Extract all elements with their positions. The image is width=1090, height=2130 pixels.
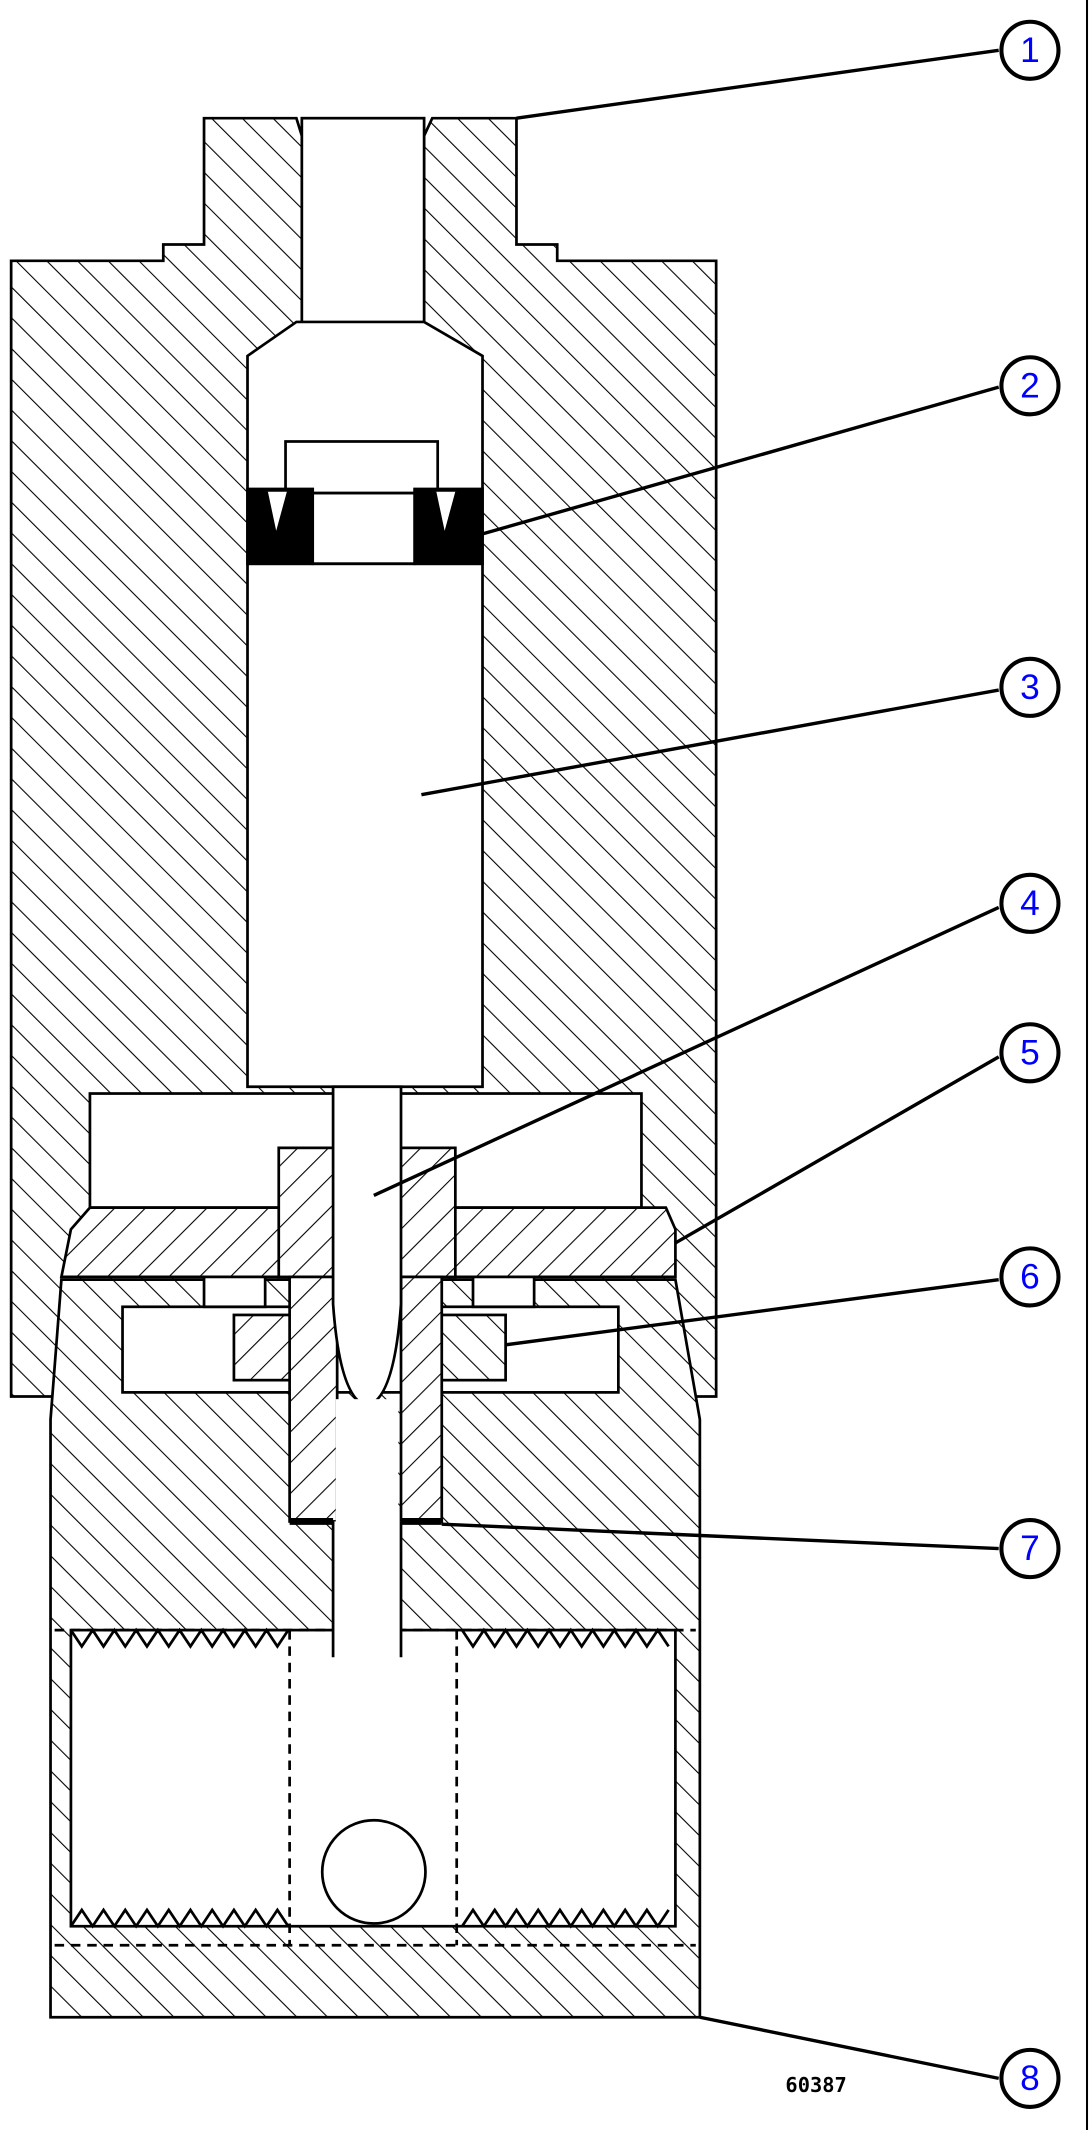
callout-6: 6 [999,1246,1061,1308]
callouts: 1 2 3 4 5 6 7 8 [999,19,1061,2109]
callout-8: 8 [999,2047,1061,2109]
svg-text:6: 6 [1020,1257,1040,1296]
svg-text:2: 2 [1020,366,1040,405]
svg-text:4: 4 [1020,884,1040,923]
pin [331,1085,403,1408]
svg-text:1: 1 [1020,31,1040,70]
callout-5: 5 [999,1022,1061,1084]
leader-lines [373,48,1000,2081]
callout-7: 7 [999,1518,1061,1580]
check-ball [320,1818,427,1925]
svg-text:3: 3 [1020,668,1040,707]
callout-1: 1 [999,19,1061,81]
svg-text:8: 8 [1020,2059,1040,2098]
callout-2: 2 [999,355,1061,417]
seal [246,440,484,566]
svg-text:7: 7 [1020,1529,1040,1568]
callout-3: 3 [999,656,1061,718]
fitting [49,1275,702,2019]
figure-id: 60387 [785,2073,846,2097]
svg-text:5: 5 [1020,1033,1040,1072]
callout-4: 4 [999,872,1061,934]
